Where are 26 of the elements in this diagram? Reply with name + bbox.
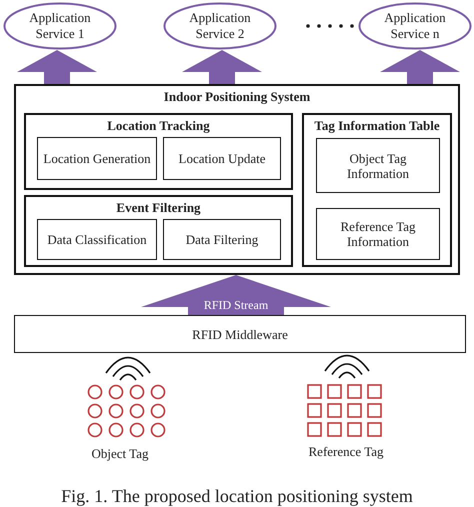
process-box: Object Tag Information (316, 138, 440, 193)
arrow (182, 50, 262, 84)
edge-label: RFID Stream (204, 298, 268, 312)
group-box (14, 84, 460, 275)
group-title: Location Tracking (106, 118, 211, 134)
arrow (17, 50, 97, 84)
arrow (141, 275, 331, 315)
process-box: Reference Tag Information (316, 208, 440, 260)
arrow (380, 50, 460, 84)
service-ellipse: Application Service 2 (163, 2, 277, 50)
group-box (24, 195, 293, 267)
service-ellipse: Application Service n (358, 2, 472, 50)
service-ellipse: Application Service 1 (3, 2, 117, 50)
group-title: Indoor Positioning System (162, 89, 312, 105)
group-title: Tag Information Table (313, 118, 441, 134)
tag-label: Reference Tag (308, 444, 384, 460)
process-box: Data Classification (37, 219, 157, 260)
group-box (24, 113, 293, 190)
process-box: Data Filtering (163, 219, 281, 260)
figure-caption: Fig. 1. The proposed location positioning system (60, 486, 414, 507)
process-box: Location Generation (37, 137, 157, 180)
process-box: Location Update (163, 137, 281, 180)
group-box (302, 113, 452, 267)
process-box: RFID Middleware (14, 315, 466, 353)
group-title: Event Filtering (115, 200, 202, 216)
tag-label: Object Tag (90, 446, 150, 462)
